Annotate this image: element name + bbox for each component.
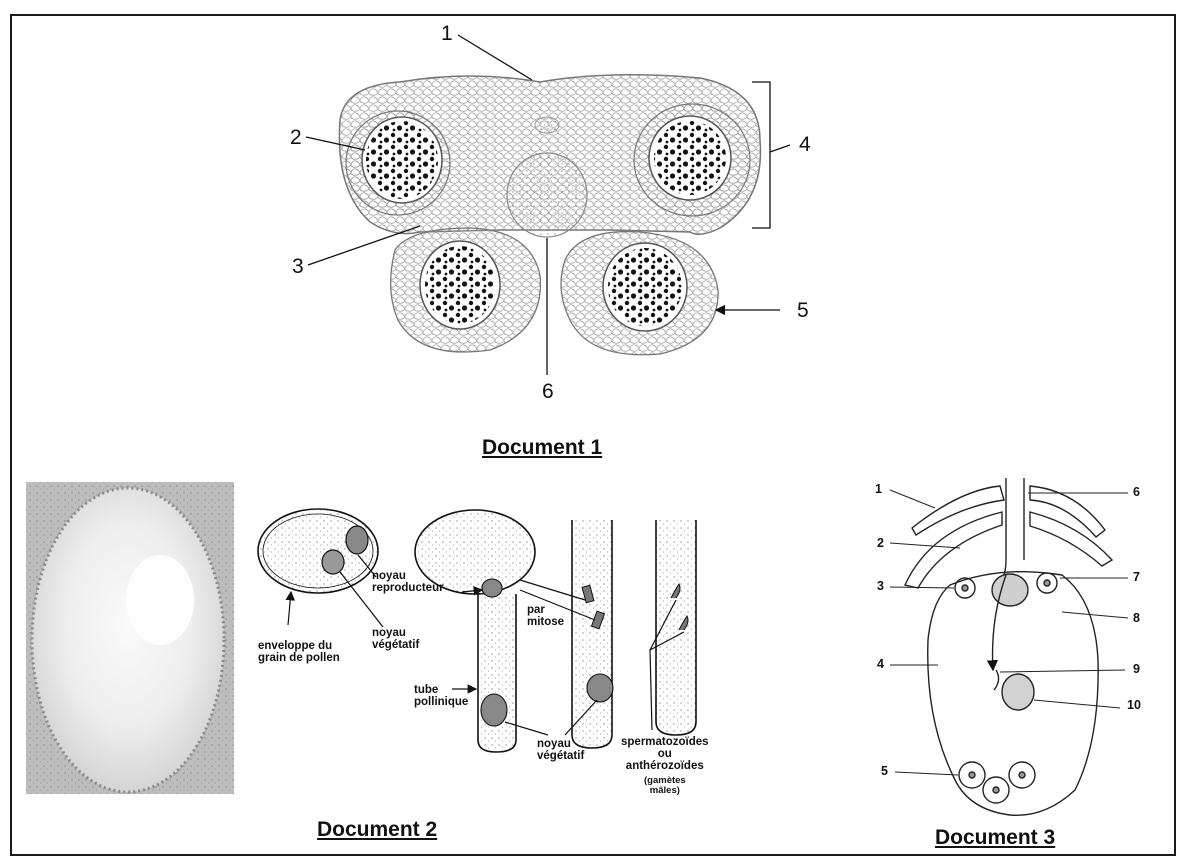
doc3-title: Document 3	[935, 826, 1055, 850]
integument-outer-left	[912, 486, 1004, 535]
doc1-label-6: 6	[542, 380, 554, 404]
d3-leader-2	[890, 543, 960, 548]
ann-line: anthérozoïdes	[621, 760, 709, 772]
ann-line: ou	[621, 748, 709, 760]
doc3-label-4: 4	[877, 657, 884, 671]
ann-line: tube	[414, 684, 468, 696]
d3-leader-10	[1034, 700, 1120, 708]
integument-inner-left	[905, 512, 1002, 588]
ann-line: reproducteur	[372, 582, 444, 594]
reproductive-nucleus	[346, 526, 368, 554]
leader-enveloppe	[288, 592, 291, 625]
ann-noyau-vegetatif: noyau végétatif	[372, 627, 419, 651]
ann-noyau-vegetatif-2: noyau végétatif	[537, 738, 584, 762]
ann-tube-pollinique: tube pollinique	[414, 684, 468, 708]
d3-leader-5	[895, 772, 958, 775]
ann-line: mitose	[527, 616, 564, 628]
ann-spermatozoides: spermatozoïdes ou anthérozoïdes	[621, 736, 709, 772]
connective-cell-cluster	[535, 117, 559, 133]
doc3-label-1: 1	[875, 482, 882, 496]
ann-line: végétatif	[372, 639, 419, 651]
pollen-sac-upper-left	[346, 111, 450, 215]
doc1-label-3: 3	[292, 255, 304, 279]
ann-par-mitose: par mitose	[527, 604, 564, 628]
doc3-label-10: 10	[1127, 698, 1141, 712]
micrograph-photo	[26, 482, 234, 794]
pollen-tube-mitosis	[572, 520, 612, 748]
male-gamete	[994, 670, 999, 690]
leader-1	[458, 35, 532, 80]
ann-gametes-males: (gamètes mâles)	[644, 776, 686, 796]
integument-inner-right	[1030, 512, 1112, 566]
vegetative-nucleus	[322, 550, 344, 574]
doc3-label-8: 8	[1133, 611, 1140, 625]
ann-line: noyau	[372, 627, 419, 639]
doc3-label-9: 9	[1133, 662, 1140, 676]
oosphere	[992, 574, 1028, 606]
doc1-label-2: 2	[290, 126, 302, 150]
ann-line: enveloppe du	[258, 640, 340, 652]
anther-cross-section	[339, 75, 760, 355]
ann-line: par	[527, 604, 564, 616]
embryo-sac-diagram	[890, 478, 1128, 815]
ann-line: grain de pollen	[258, 652, 340, 664]
ann-noyau-reproducteur: noyau reproducteur	[372, 570, 444, 594]
pollen-tube-doc3	[1000, 478, 1024, 582]
doc1-label-1: 1	[441, 22, 453, 46]
ann-line: noyau	[537, 738, 584, 750]
doc3-label-7: 7	[1133, 570, 1140, 584]
pollen-sac-upper-right	[634, 104, 750, 216]
doc1-label-4: 4	[799, 133, 811, 157]
ann-line: pollinique	[414, 696, 468, 708]
doc3-label-3: 3	[877, 579, 884, 593]
doc3-label-5: 5	[881, 764, 888, 778]
doc1-title: Document 1	[482, 436, 602, 460]
doc3-label-2: 2	[877, 536, 884, 550]
vascular-bundle	[507, 153, 587, 237]
ann-line: végétatif	[537, 750, 584, 762]
d3-leader-9	[1000, 670, 1125, 672]
doc3-label-6: 6	[1133, 485, 1140, 499]
pollen-sac-lower-right	[561, 232, 718, 355]
central-nucleus	[1002, 674, 1034, 710]
ann-line: spermatozoïdes	[621, 736, 709, 748]
ann-enveloppe: enveloppe du grain de pollen	[258, 640, 340, 664]
d3-leader-1	[890, 490, 935, 508]
ann-line: noyau	[372, 570, 444, 582]
pollen-tube	[478, 592, 516, 752]
ann-line: mâles)	[644, 786, 686, 796]
doc2-title: Document 2	[317, 818, 437, 842]
d3-leader-3	[890, 587, 954, 588]
pollen-germination-diagram	[258, 509, 696, 752]
pollen-sac-lower-left	[391, 228, 541, 352]
d3-leader-8	[1062, 612, 1128, 618]
doc1-label-5: 5	[797, 299, 809, 323]
